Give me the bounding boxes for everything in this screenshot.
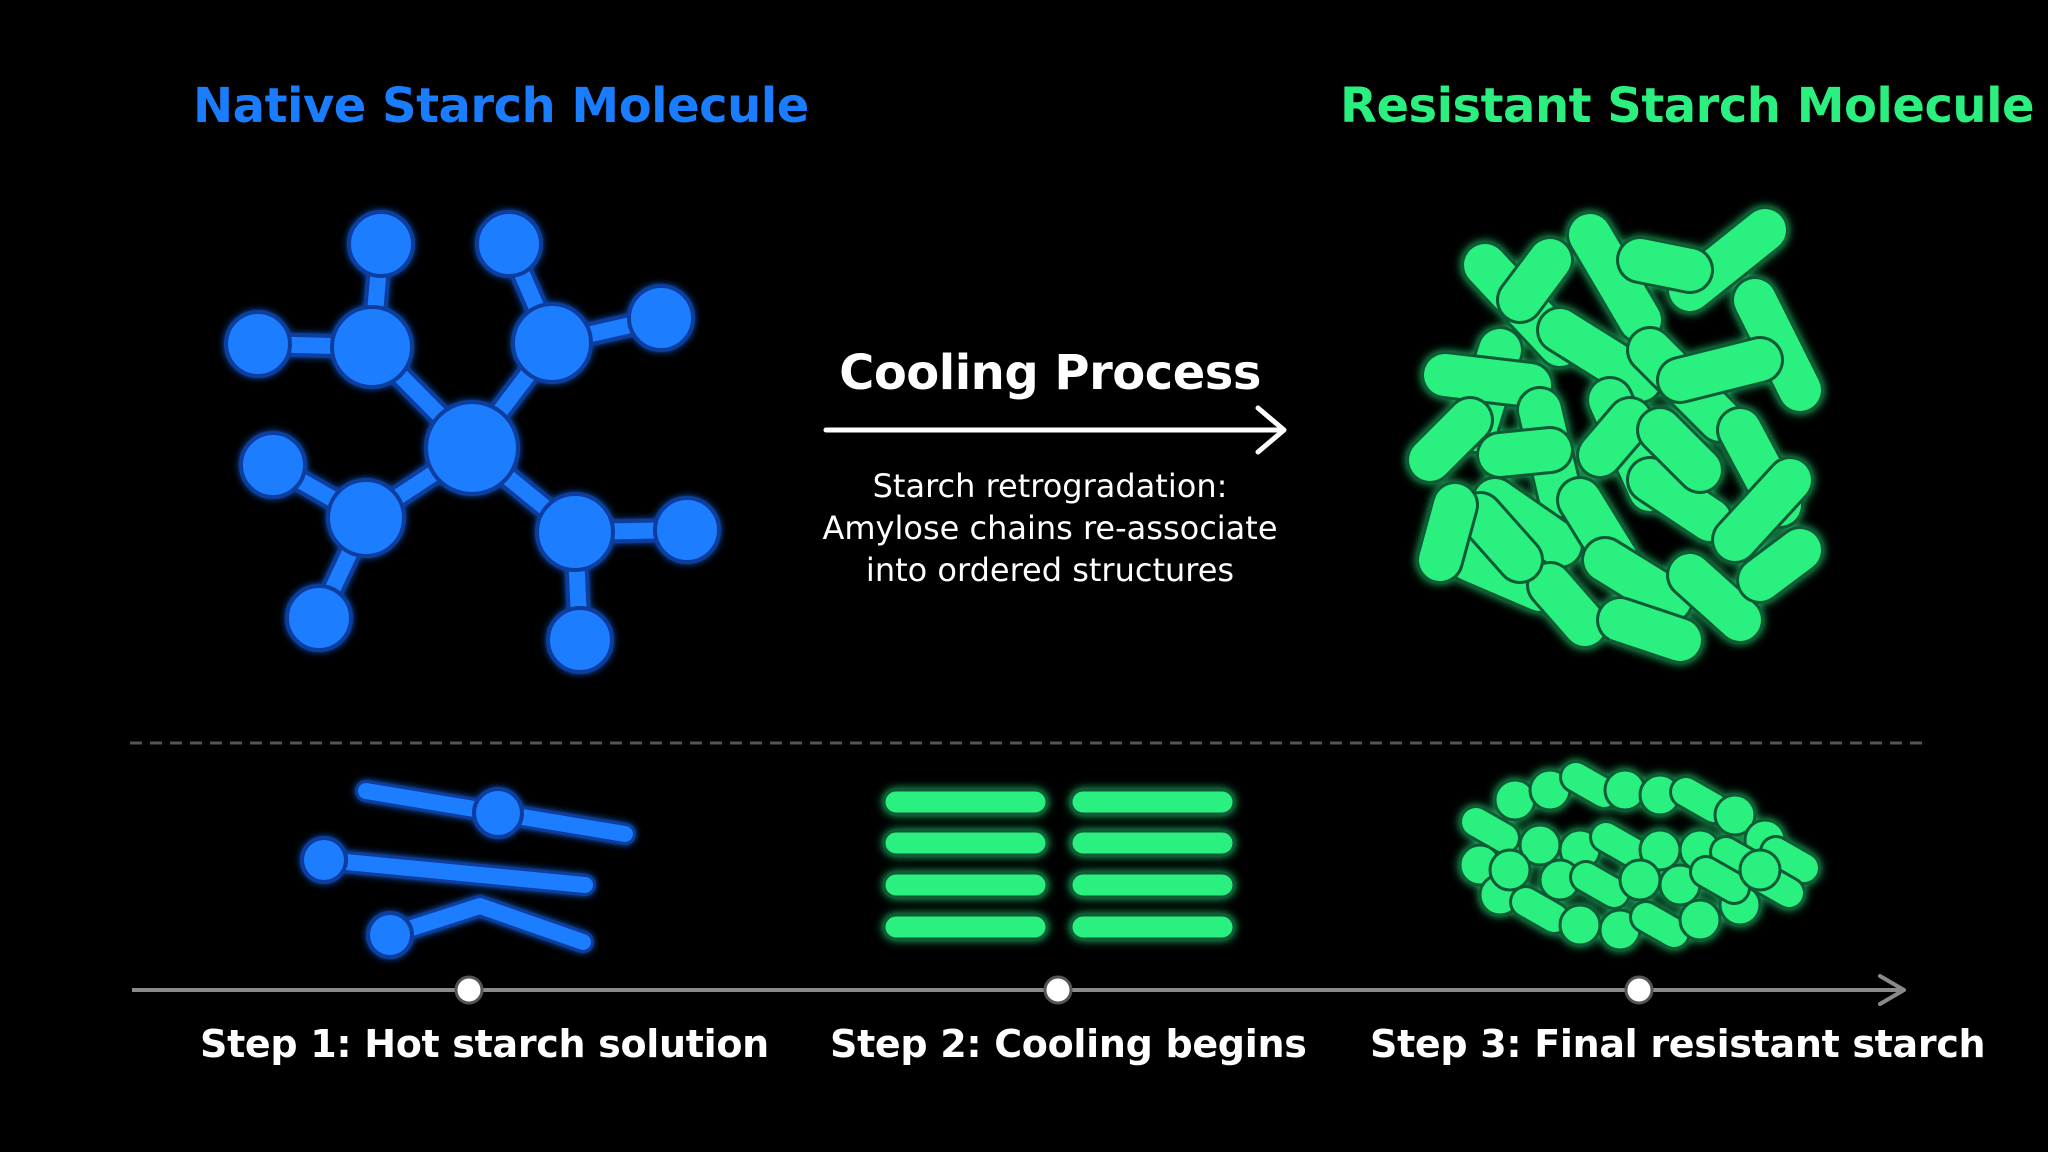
glucose-node [224, 310, 292, 378]
starch-granule [1474, 479, 1581, 566]
aligned-chain-bar [882, 829, 1049, 857]
starch-granule [1419, 484, 1476, 581]
starch-granule [1659, 339, 1781, 401]
aligned-chain-bar [1069, 788, 1236, 816]
step-2-aligned-chains-graphic [882, 788, 1236, 941]
glucose-node [326, 478, 406, 558]
compact-granule [1678, 898, 1722, 942]
starch-granule [1584, 539, 1691, 621]
description-line-1: Starch retrogradation: [872, 467, 1228, 505]
starch-granule [1499, 239, 1571, 321]
compact-granule [1462, 808, 1518, 852]
compact-granule [1672, 778, 1728, 822]
timeline-marker-1 [454, 975, 484, 1005]
glucose-node [300, 836, 348, 884]
compact-granule [1762, 838, 1818, 882]
amylose-chain [382, 898, 591, 950]
step-1-label: Step 1: Hot starch solution [200, 1022, 769, 1066]
compact-granule [1603, 768, 1647, 812]
starch-granule [1669, 554, 1761, 641]
glucose-node [546, 606, 614, 674]
glucose-node [511, 302, 593, 384]
starch-granule [1599, 599, 1701, 661]
timeline-marker-2 [1043, 975, 1073, 1005]
glucose-node [535, 492, 615, 572]
starch-granule [1569, 214, 1661, 341]
native-starch-molecule-graphic [224, 210, 721, 674]
glucose-node [330, 305, 414, 389]
glucose-node [472, 787, 524, 839]
timeline-marker-3 [1624, 975, 1654, 1005]
cooling-process-title: Cooling Process [839, 345, 1261, 401]
cooling-arrow [823, 405, 1287, 455]
amylose-chain [317, 852, 593, 893]
starch-granule [1739, 529, 1821, 601]
starch-granule [1629, 459, 1731, 541]
compact-granule [1562, 763, 1618, 807]
aligned-chain-bar [882, 913, 1049, 941]
compact-granule [1618, 858, 1662, 902]
glucose-node [475, 210, 543, 278]
compact-granule [1632, 903, 1688, 947]
cooling-process-description: Starch retrogradation: Amylose chains re… [800, 465, 1300, 591]
starch-granule [1424, 354, 1551, 406]
starch-granule [1529, 564, 1606, 646]
step-1-chains-graphic [300, 780, 636, 959]
timeline-arrowhead [1878, 974, 1906, 1006]
step-3-cluster-graphic [1458, 760, 1821, 952]
compact-granule [1738, 848, 1782, 892]
resistant-starch-molecule-graphic [1406, 206, 1824, 664]
compact-granule [1572, 863, 1628, 907]
resistant-starch-title: Resistant Starch Molecule [1340, 78, 2035, 134]
glucose-node [239, 431, 307, 499]
starch-granule [1579, 399, 1651, 476]
starch-granule [1409, 399, 1491, 481]
starch-granule [1639, 409, 1721, 491]
starch-granule [1714, 459, 1811, 561]
aligned-chain-bar [1069, 871, 1236, 899]
compact-granule [1512, 888, 1568, 932]
step-2-label: Step 2: Cooling begins [830, 1022, 1307, 1066]
timeline [132, 974, 1906, 1006]
step-3-label: Step 3: Final resistant starch [1370, 1022, 1986, 1066]
glucose-node [366, 911, 414, 959]
description-line-3: into ordered structures [865, 551, 1235, 589]
central-glucose-node [424, 400, 520, 496]
starch-granule [1459, 494, 1541, 581]
compact-granule [1488, 848, 1532, 892]
starch-granule [1619, 239, 1711, 291]
starch-granule [1539, 309, 1661, 401]
native-starch-title: Native Starch Molecule [193, 78, 809, 134]
aligned-chain-bar [1069, 829, 1236, 857]
starch-granule [1479, 429, 1571, 476]
aligned-chain-bar [882, 788, 1049, 816]
native-molecule-nodes [224, 210, 721, 674]
description-line-2: Amylose chains re-associate [822, 509, 1278, 547]
glucose-node [653, 496, 721, 564]
glucose-node [627, 284, 695, 352]
compact-granule [1713, 793, 1757, 837]
aligned-chain-bar [1069, 913, 1236, 941]
aligned-chain-bar [882, 871, 1049, 899]
glucose-node [347, 210, 415, 278]
compact-granule [1592, 823, 1648, 867]
glucose-node [285, 584, 353, 652]
compact-granule [1692, 858, 1748, 902]
compact-granule [1558, 903, 1602, 947]
